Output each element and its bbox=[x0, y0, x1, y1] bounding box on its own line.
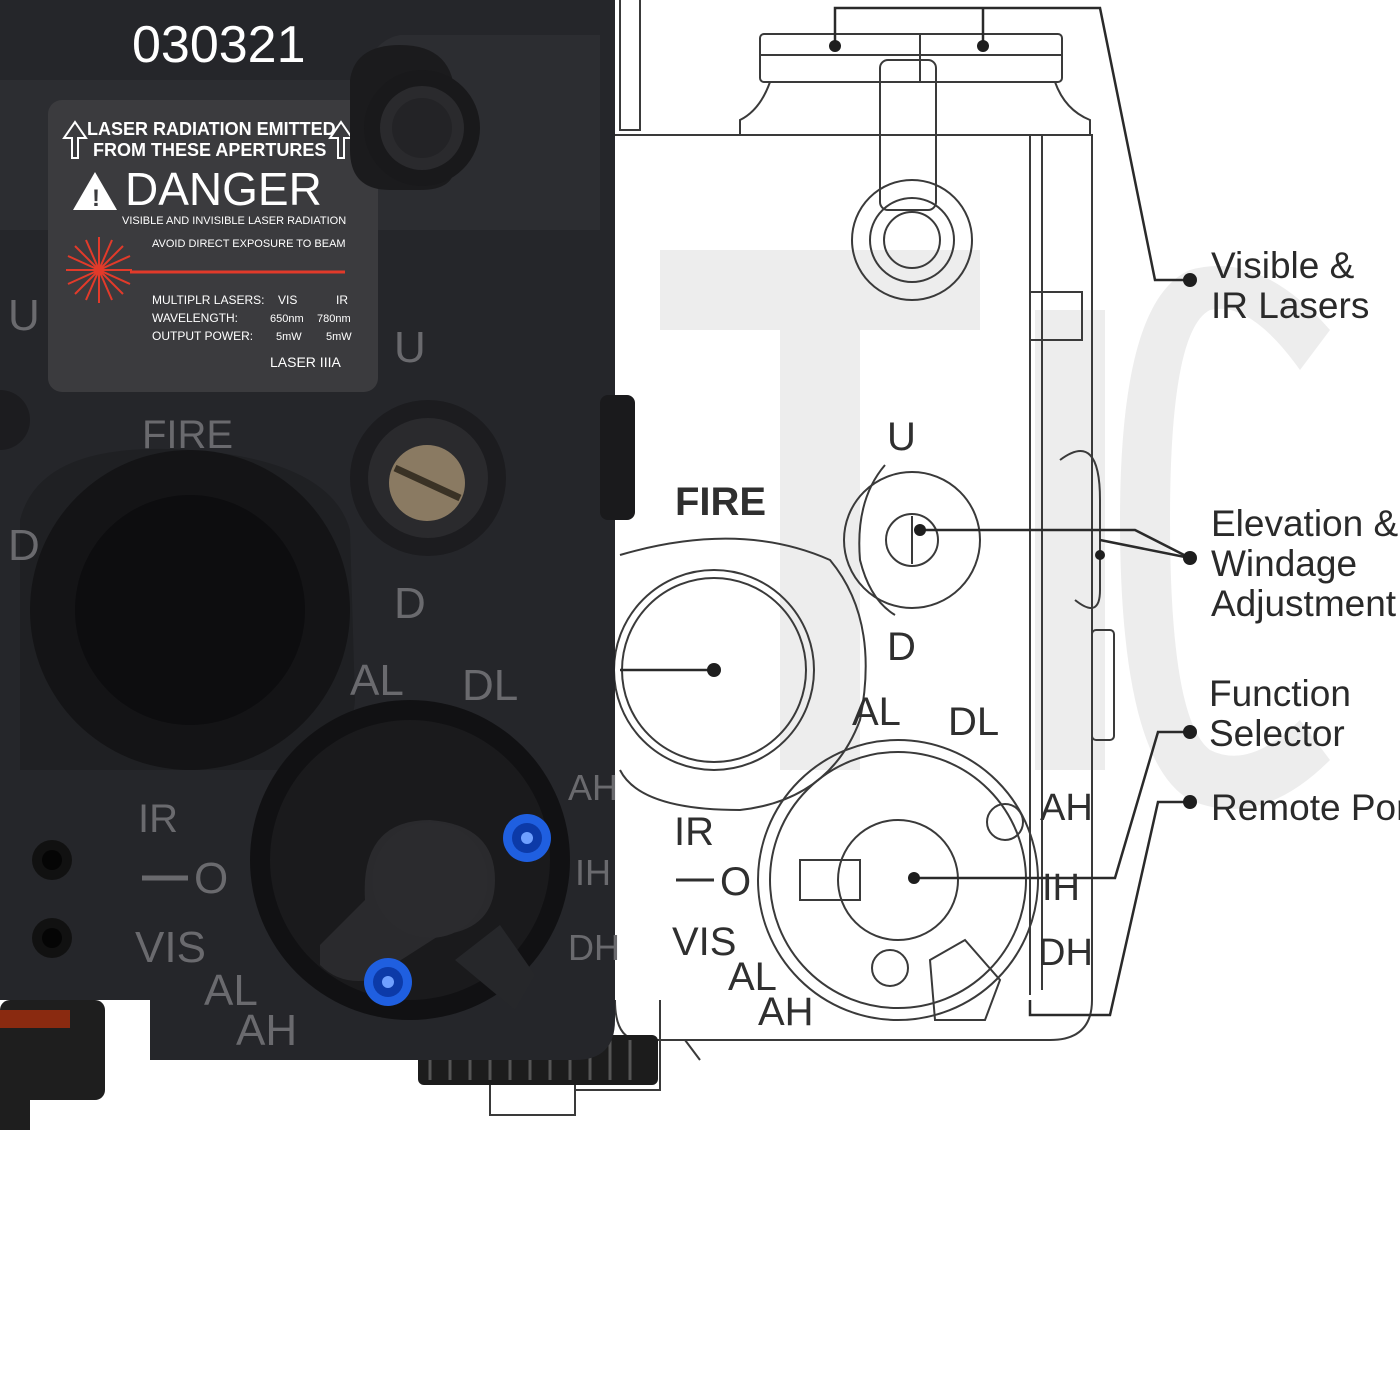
drawing-dl-label: DL bbox=[948, 700, 999, 744]
drawing-labels: FIRE U D AL DL AH IH DH IR O VIS AL AH bbox=[672, 415, 1093, 1034]
callout-selector-line1: Function bbox=[1209, 673, 1351, 714]
device-ir-label: IR bbox=[138, 797, 178, 841]
label-top-line2: FROM THESE APERTURES bbox=[93, 140, 326, 160]
leader-lines bbox=[620, 6, 1191, 1017]
drawing-up-label: U bbox=[887, 415, 916, 459]
device-dl-label: DL bbox=[462, 661, 518, 710]
callout-selector: Function Selector bbox=[1209, 674, 1351, 754]
drawing-ah-low-label: AH bbox=[758, 990, 814, 1034]
drawing-al-label: AL bbox=[852, 690, 901, 734]
label-row2-label: WAVELENGTH: bbox=[152, 311, 238, 325]
label-row3-ir: 5mW bbox=[326, 331, 352, 343]
label-danger: DANGER bbox=[125, 163, 322, 215]
drawing-fire-label: FIRE bbox=[675, 480, 766, 524]
callout-lasers-line1: Visible & bbox=[1211, 245, 1355, 286]
device-al-low-label: AL bbox=[204, 966, 258, 1015]
device-dh-label: DH bbox=[568, 927, 620, 968]
label-sub1: VISIBLE AND INVISIBLE LASER RADIATION bbox=[122, 215, 346, 227]
drawing-ah-label: AH bbox=[1040, 787, 1093, 829]
device-off-label: O bbox=[194, 854, 228, 903]
device-ah-label: AH bbox=[568, 767, 618, 808]
callout-adjustment-line1: Elevation & bbox=[1211, 503, 1399, 544]
aperture-arrow-icon bbox=[328, 120, 354, 159]
device-photo: ! bbox=[0, 0, 658, 1130]
callout-lasers-line2: IR Lasers bbox=[1211, 285, 1370, 326]
svg-text:!: ! bbox=[92, 185, 100, 212]
device-fire-label: FIRE bbox=[142, 413, 233, 457]
drawing-al-low-label: AL bbox=[728, 955, 777, 999]
label-row1-ir: IR bbox=[336, 293, 348, 307]
callout-adjustment: Elevation & Windage Adjustment bbox=[1211, 504, 1398, 624]
callout-remote: Remote Port bbox=[1211, 788, 1400, 828]
callout-adjustment-line2: Windage bbox=[1211, 543, 1358, 584]
device-down-label: D bbox=[394, 579, 426, 628]
warning-triangle-icon bbox=[73, 172, 117, 210]
device-ih-label: IH bbox=[575, 852, 611, 893]
label-row2-ir: 780nm bbox=[317, 313, 351, 325]
callout-selector-line2: Selector bbox=[1209, 713, 1345, 754]
device-up-label: U bbox=[394, 323, 426, 372]
drawing-down-label: D bbox=[887, 625, 916, 669]
label-row3-label: OUTPUT POWER: bbox=[152, 329, 253, 343]
drawing-ih-label: IH bbox=[1042, 867, 1080, 909]
drawing-ir-label: IR bbox=[674, 810, 714, 854]
label-top-line1: LASER RADIATION EMITTED bbox=[87, 119, 336, 139]
leader-dots bbox=[707, 40, 1197, 884]
callout-adjustment-line3: Adjustment bbox=[1211, 583, 1397, 624]
label-row1-label: MULTIPLR LASERS: bbox=[152, 293, 264, 307]
device-vis-label: VIS bbox=[135, 923, 206, 972]
drawing-off-label: O bbox=[720, 860, 751, 904]
label-row3-vis: 5mW bbox=[276, 331, 302, 343]
device-al-label: AL bbox=[350, 656, 404, 705]
drawing-dh-label: DH bbox=[1038, 932, 1093, 974]
callout-remote-line1: Remote Port bbox=[1211, 788, 1400, 828]
drawing-vis-label: VIS bbox=[672, 920, 736, 964]
callout-lasers: Visible & IR Lasers bbox=[1211, 246, 1369, 326]
device-down-left-label: D bbox=[8, 521, 40, 570]
aperture-arrow-icon bbox=[62, 120, 88, 159]
laser-burst-icon bbox=[66, 237, 345, 303]
label-row1-vis: VIS bbox=[278, 293, 297, 307]
device-up-left-label: U bbox=[8, 291, 40, 340]
label-row2-vis: 650nm bbox=[270, 313, 304, 325]
line-drawing bbox=[489, 0, 1115, 1116]
device-ah-low-label: AH bbox=[236, 1006, 297, 1055]
label-class: LASER IIIA bbox=[270, 354, 341, 370]
serial-number: 030321 bbox=[132, 16, 306, 74]
label-sub2: AVOID DIRECT EXPOSURE TO BEAM bbox=[152, 238, 346, 250]
